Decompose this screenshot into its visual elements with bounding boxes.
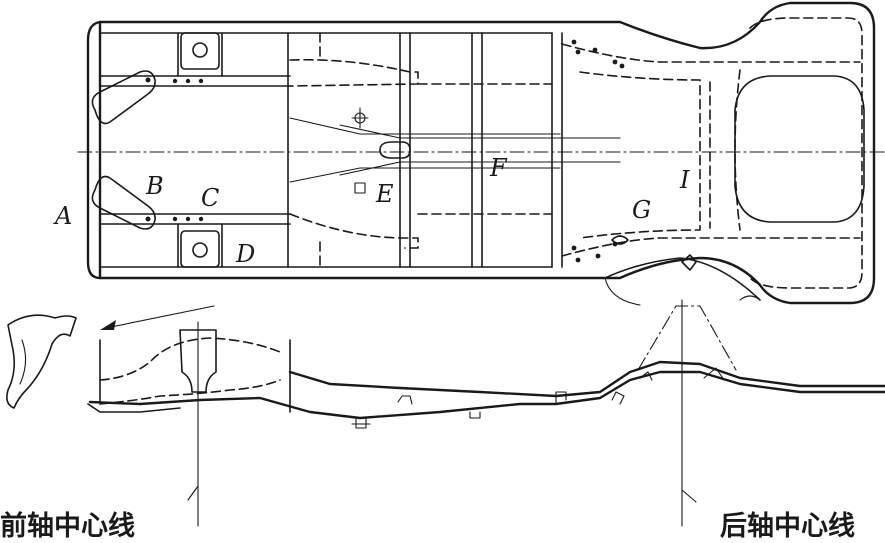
front-arrow (105, 305, 215, 329)
front-detail-part (6, 314, 77, 409)
rear-axle-label: 后轴中心线 (720, 511, 855, 542)
label-B: B (145, 172, 164, 200)
arm-top (91, 70, 156, 125)
front-axle-centerline (187, 321, 199, 527)
label-I: I (679, 166, 690, 194)
strut-tower (179, 329, 217, 393)
front-end-curve (86, 20, 102, 280)
label-A: A (53, 202, 72, 230)
spare-well (734, 75, 865, 223)
floor-profile-lower (88, 370, 885, 420)
arm-bottom (91, 175, 156, 230)
label-D: D (235, 240, 255, 268)
front-axle-label: 前轴中心线 (0, 510, 135, 542)
floor-profile-upper (288, 360, 885, 398)
label-E: E (375, 180, 394, 208)
label-G: G (632, 196, 651, 224)
rear-axle-centerline (681, 299, 697, 527)
frame-outline (98, 1, 876, 305)
plan-view (77, 1, 885, 306)
label-C: C (201, 184, 219, 212)
side-view (6, 305, 885, 429)
label-F: F (489, 154, 508, 182)
